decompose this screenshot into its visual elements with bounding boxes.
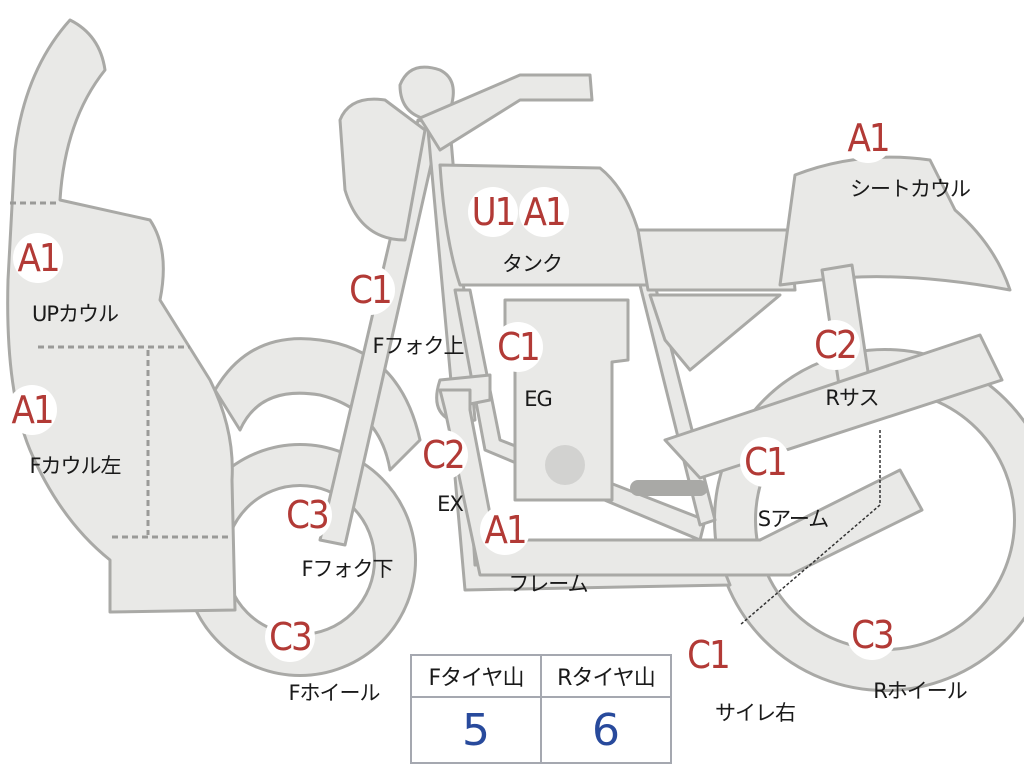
mirror-shape <box>398 65 455 122</box>
engine-label: EG <box>524 387 553 411</box>
rsus-grade-badge: C2 <box>810 320 860 370</box>
fwheel-label: Fホイール <box>288 681 380 705</box>
headlight-shape <box>338 97 427 242</box>
front-tire-header: Fタイヤ山 <box>410 654 542 698</box>
frame-label: フレーム <box>508 572 588 596</box>
sarm-grade-badge: C1 <box>740 437 790 487</box>
seat-cowl-grade-badge: A1 <box>843 113 893 163</box>
engine-grade-badge: C1 <box>493 322 543 372</box>
seat-shape <box>636 228 797 292</box>
upcowl-grade-badge: A1 <box>13 233 63 283</box>
engine-cover-shape <box>545 445 585 485</box>
ffork-lower-grade-badge: C3 <box>282 490 332 540</box>
exhaust-grade-badge: C2 <box>418 430 468 480</box>
exhaust-shape <box>438 388 924 577</box>
tank-grade-badge-a1: A1 <box>519 187 569 237</box>
silencer-right-label: サイレ右 <box>715 701 796 725</box>
fcowl-left-grade-badge: A1 <box>7 385 57 435</box>
silencer-right-grade-badge: C1 <box>683 630 733 680</box>
frame-grade-badge: A1 <box>480 505 530 555</box>
sarm-label: Sアーム <box>757 507 829 531</box>
rsus-label: Rサス <box>825 386 879 410</box>
front-cowl-shape <box>6 18 237 614</box>
upcowl-label: UPカウル <box>31 302 119 326</box>
fcowl-left-label: Fカウル左 <box>29 454 121 478</box>
ffork-upper-grade-badge: C1 <box>345 265 395 315</box>
ffork-lower-label: Fフォク下 <box>301 557 393 581</box>
exhaust-label: EX <box>437 492 464 516</box>
rwheel-label: Rホイール <box>873 679 968 703</box>
rwheel-grade-badge: C3 <box>847 610 897 660</box>
leader-line <box>739 430 881 626</box>
seat-cowl-label: シートカウル <box>850 177 971 201</box>
ffork-upper-label: Fフォク上 <box>372 334 464 358</box>
tank-label: タンク <box>502 252 563 276</box>
seat-cowl-shape <box>778 155 1012 292</box>
rear-tire-value: 6 <box>540 696 672 764</box>
fwheel-grade-badge: C3 <box>265 612 315 662</box>
tank-grade-badge-u1: U1 <box>468 187 518 237</box>
rear-tire-header: Rタイヤ山 <box>540 654 672 698</box>
front-tire-value: 5 <box>410 696 542 764</box>
tire-tread-table: Fタイヤ山 Rタイヤ山 5 6 <box>410 654 672 764</box>
